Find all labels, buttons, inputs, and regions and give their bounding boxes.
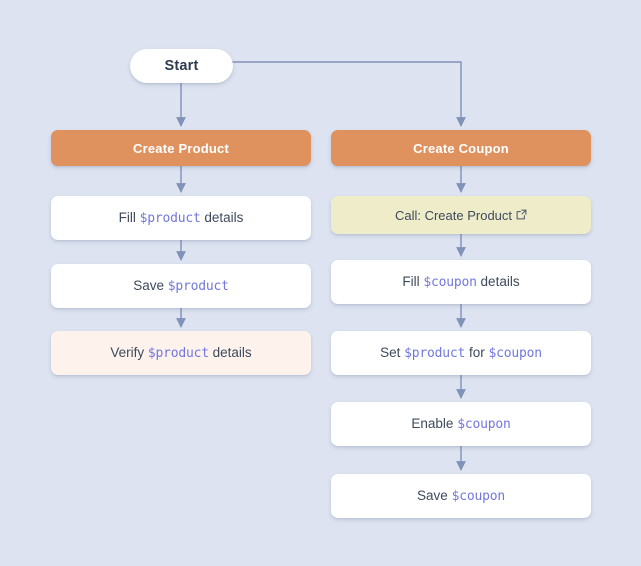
text-token: Enable — [411, 416, 458, 431]
variable-token: $product — [167, 279, 229, 294]
step-set-product-for-coupon[interactable]: Set $product for $coupon — [331, 331, 591, 375]
group-header-create-coupon[interactable]: Create Coupon — [331, 130, 591, 166]
text-token: Save — [133, 278, 168, 293]
step-label: Fill $coupon details — [402, 274, 519, 290]
step-save-coupon[interactable]: Save $coupon — [331, 474, 591, 518]
group-header-label: Create Product — [133, 140, 229, 156]
text-token: Call: Create Product — [394, 207, 513, 223]
variable-token: $coupon — [488, 346, 542, 361]
step-label: Verify $product details — [110, 345, 251, 361]
text-token: Fill — [402, 274, 424, 289]
start-node[interactable]: Start — [130, 49, 233, 83]
text-token: Set — [380, 345, 405, 360]
variable-token: $product — [147, 346, 209, 361]
step-label: Save $product — [133, 278, 229, 294]
text-token: Fill — [118, 210, 140, 225]
step-save-product[interactable]: Save $product — [51, 264, 311, 308]
step-enable-coupon[interactable]: Enable $coupon — [331, 402, 591, 446]
step-fill-product-details[interactable]: Fill $product details — [51, 196, 311, 240]
group-header-create-product[interactable]: Create Product — [51, 130, 311, 166]
text-token: details — [208, 345, 252, 360]
step-label: Set $product for $coupon — [380, 345, 542, 361]
text-token: Save — [417, 488, 452, 503]
variable-token: $coupon — [457, 417, 511, 432]
text-token: for — [465, 345, 489, 360]
step-label: Enable $coupon — [411, 416, 510, 432]
step-fill-coupon-details[interactable]: Fill $coupon details — [331, 260, 591, 304]
variable-token: $coupon — [451, 489, 506, 504]
external-link-icon[interactable] — [516, 208, 527, 223]
text-token: details — [476, 274, 520, 289]
step-label: Save $coupon — [417, 488, 505, 504]
step-label: Call: Create Product — [395, 208, 512, 223]
step-call-create-product[interactable]: Call: Create Product — [331, 196, 591, 234]
text-token: details — [200, 210, 244, 225]
step-verify-product-details[interactable]: Verify $product details — [51, 331, 311, 375]
variable-token: $coupon — [423, 275, 477, 290]
variable-token: $product — [404, 346, 466, 361]
text-token: Verify — [110, 345, 148, 360]
start-node-label: Start — [164, 58, 199, 74]
group-header-label: Create Coupon — [413, 140, 509, 156]
step-label: Fill $product details — [119, 210, 244, 226]
variable-token: $product — [139, 211, 201, 226]
